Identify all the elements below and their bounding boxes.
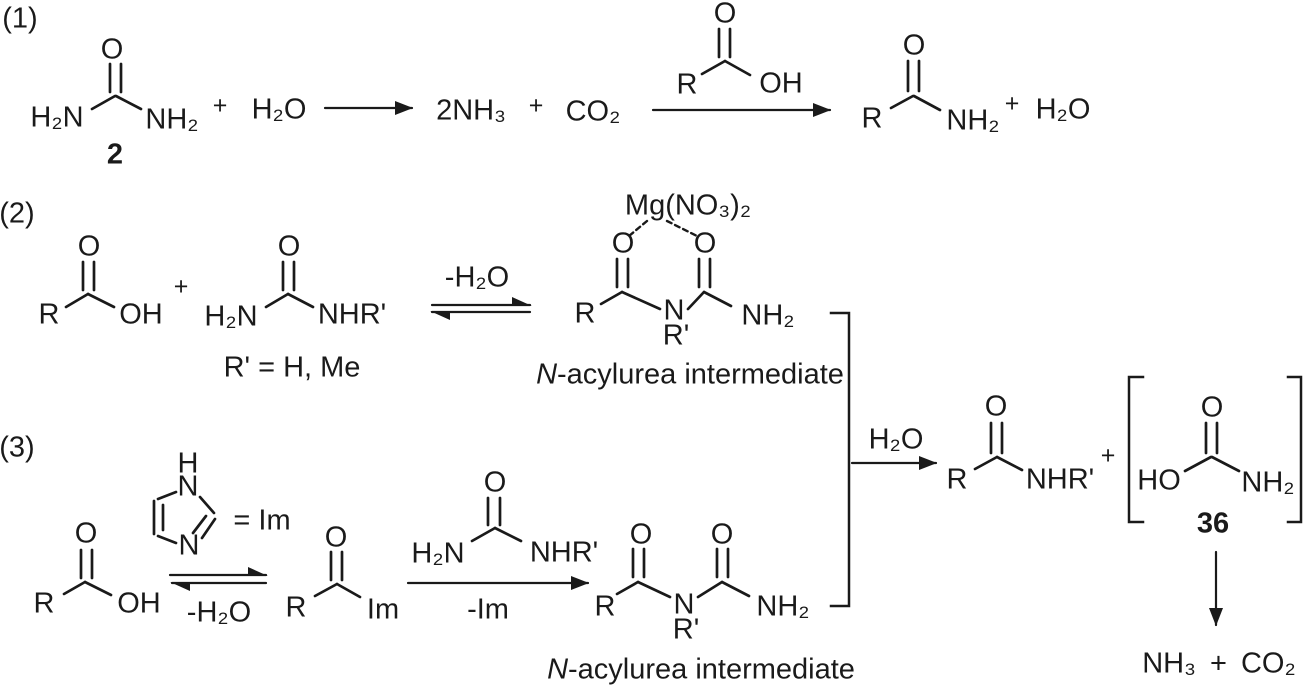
acid-oh-label: OH — [119, 298, 163, 331]
carbamic-ho-label: HO — [1137, 464, 1181, 497]
plus-sign: + — [528, 91, 544, 120]
reaction3-number: (3) — [0, 431, 35, 464]
minus-water-label: -H₂O — [444, 261, 510, 294]
acid-r-label: R — [38, 298, 60, 331]
minus-water-label: -H₂O — [186, 596, 252, 629]
carbamic-compound-number: 36 — [1196, 507, 1230, 540]
plus-sign: + — [1100, 441, 1116, 470]
carbamic-right-bracket — [1286, 375, 1303, 524]
reaction3-acylimidazole-skeleton — [313, 550, 362, 599]
imidazole-note: = Im — [233, 504, 291, 537]
amide-product-o-label: O — [984, 390, 1008, 423]
chelate-o-right-label: O — [693, 227, 717, 260]
urea-o-label: O — [483, 466, 507, 499]
urea-h2n-label: H₂N — [30, 101, 84, 134]
reaction1-number: (1) — [2, 2, 38, 35]
water-over-arrow-label: H₂O — [868, 423, 924, 456]
amide-nh2-label: NH₂ — [946, 104, 1000, 137]
intermediates-bracket — [829, 311, 851, 608]
reaction2-urea-skeleton — [264, 260, 315, 309]
reaction3-urea-skeleton — [470, 496, 523, 543]
reaction1-amide-skeleton — [889, 59, 942, 112]
reaction2-chelated-acylurea-skeleton — [599, 219, 733, 311]
imidazole-n1-label: N — [177, 470, 199, 503]
urea-compound-number: 2 — [106, 138, 124, 171]
acylurea-r-label: R — [594, 590, 616, 623]
acylurea-rprime-label: R' — [662, 319, 690, 352]
intermediate-prefix: N — [536, 358, 558, 391]
acylurea-n-label: N — [663, 294, 685, 327]
magnesium-nitrate-label: Mg(NO₃)₂ — [624, 189, 752, 222]
intermediate-prefix: N — [547, 653, 569, 686]
urea-nhr-label: NHR' — [317, 298, 387, 331]
plus-sign: + — [212, 91, 228, 120]
reaction3-equilibrium-arrows — [168, 567, 268, 591]
acid-o-label: O — [713, 0, 737, 30]
acid-r-label: R — [33, 587, 55, 620]
imidazole-n3-label: N — [178, 529, 200, 562]
amide-product-nhr-label: NHR' — [1025, 463, 1095, 496]
acylurea-o2-label: O — [710, 518, 734, 551]
reaction3-imidazole-ring — [152, 490, 217, 545]
water-product-label: H₂O — [1035, 93, 1091, 126]
ammonia-label: 2NH₃ — [436, 94, 506, 127]
acid-o-label: O — [77, 230, 101, 263]
urea-h2n-label: H₂N — [411, 537, 465, 570]
decomposition-products-label: NH₃ + CO₂ — [1142, 647, 1296, 680]
imidazole-h-label: H — [177, 447, 199, 480]
reaction2-acid-skeleton — [64, 260, 116, 309]
acylurea-o1-label: O — [629, 518, 653, 551]
carbamic-acid-skeleton — [1183, 421, 1241, 473]
urea-nhr-label: NHR' — [529, 536, 599, 569]
acylimidazole-o-label: O — [324, 521, 348, 554]
acylurea-intermediate-label: N-acylurea intermediate — [547, 653, 855, 686]
acid-oh-label: OH — [117, 587, 161, 620]
carbamic-left-bracket — [1127, 375, 1145, 524]
acid-oh-label: OH — [759, 67, 803, 100]
carbon-dioxide-label: CO₂ — [565, 95, 621, 128]
amide-product-skeleton — [973, 421, 1024, 472]
amide-r-label: R — [861, 102, 883, 135]
reaction1-acid-skeleton — [700, 27, 752, 77]
acid-o-label: O — [74, 517, 98, 550]
intermediate-suffix: -acylurea intermediate — [568, 653, 855, 686]
carbamic-o-label: O — [1200, 391, 1224, 424]
minus-imidazole-label: -Im — [467, 593, 509, 626]
urea-h2n-label: H₂N — [204, 300, 258, 333]
reaction1-urea-skeleton — [90, 62, 143, 111]
acid-r-label: R — [676, 68, 698, 101]
acylurea-n-label: N — [673, 588, 695, 621]
urea-nh2-label: NH₂ — [145, 103, 199, 136]
plus-sign: + — [1004, 89, 1020, 118]
amide-product-r-label: R — [946, 463, 968, 496]
acylimidazole-im-label: Im — [366, 593, 400, 626]
reaction3-acid-skeleton — [62, 548, 113, 597]
intermediate-suffix: -acylurea intermediate — [557, 358, 844, 391]
acylurea-intermediate-label: N-acylurea intermediate — [536, 358, 844, 391]
substituent-note: R' = H, Me — [223, 351, 361, 384]
acylurea-nh2-label: NH₂ — [756, 590, 810, 623]
urea-o-label: O — [277, 230, 301, 263]
acylurea-nh2-label: NH₂ — [741, 299, 795, 332]
reaction2-equilibrium-arrows — [430, 297, 532, 320]
reaction3-acylurea-skeleton — [615, 547, 751, 599]
acylurea-rprime-label: R' — [672, 613, 700, 646]
acylurea-r-label: R — [574, 297, 596, 330]
chelate-o-left-label: O — [611, 227, 635, 260]
amide-o-label: O — [902, 29, 926, 62]
carbamic-nh2-label: NH₂ — [1241, 466, 1295, 499]
water-reactant-label: H₂O — [251, 93, 307, 126]
urea-carbonyl-o-label: O — [100, 33, 124, 66]
reaction2-number: (2) — [0, 197, 35, 230]
plus-sign: + — [173, 272, 189, 301]
acylimidazole-r-label: R — [285, 591, 307, 624]
